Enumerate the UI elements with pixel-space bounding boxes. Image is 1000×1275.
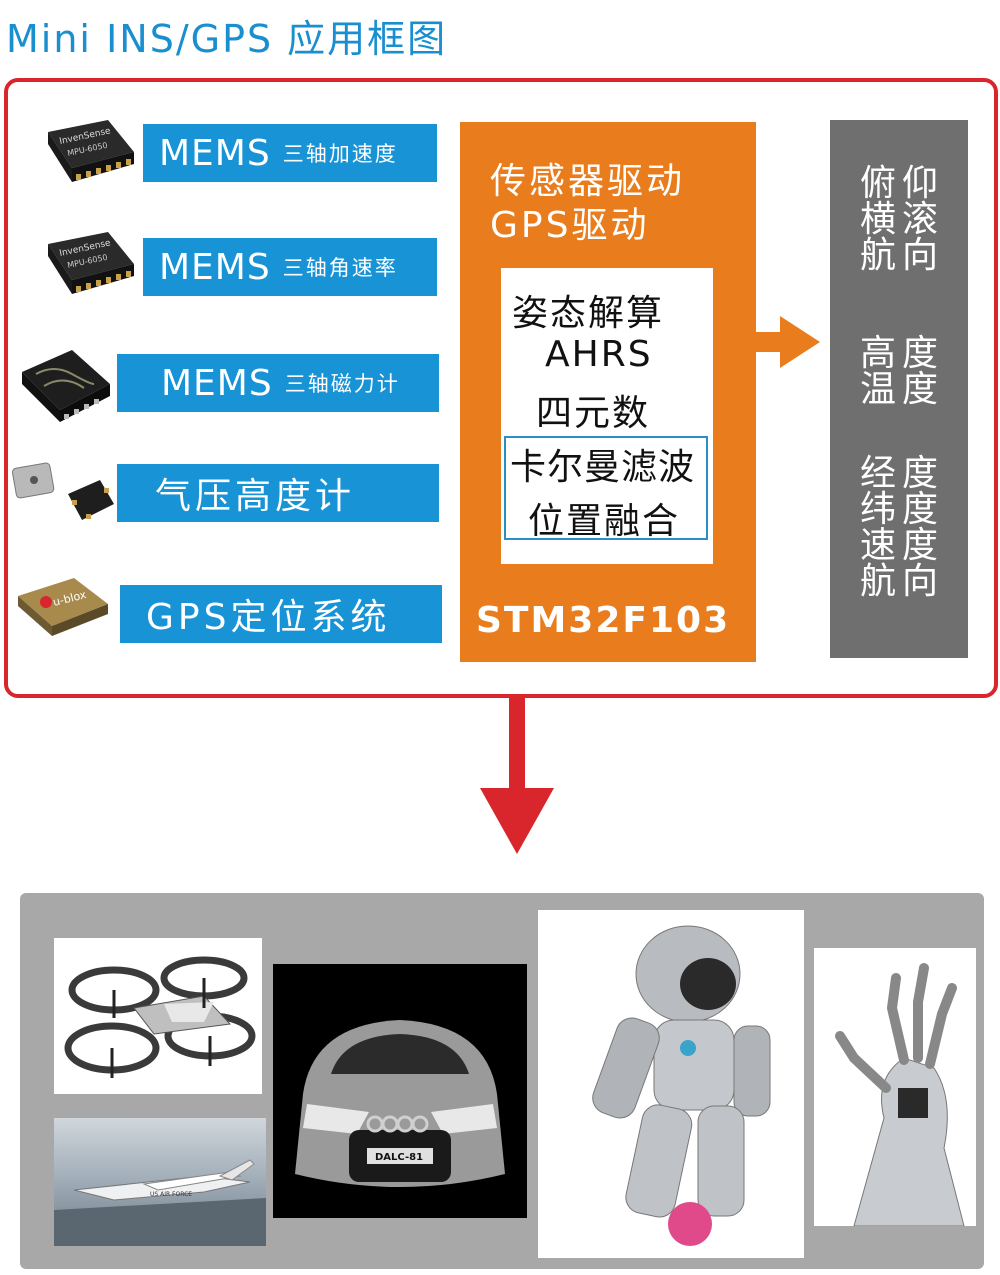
kalman-filter-label: 卡尔曼滤波 (510, 447, 696, 488)
mpu6050-chip-image-2: InvenSense MPU-6050 (48, 232, 134, 294)
down-arrow (480, 698, 554, 854)
output-roll: 横滚 (860, 199, 945, 240)
sensor-magnetometer-sub: 三轴磁力计 (284, 372, 400, 396)
sensor-barometer-main: 气压高度计 (155, 476, 356, 517)
magnetometer-chip-image (22, 350, 110, 422)
ahrs-label: AHRS (545, 334, 653, 375)
robot-photo (538, 910, 804, 1258)
output-group-position: 经度 纬度 速度 航向 (860, 456, 960, 600)
system-frame (4, 78, 998, 698)
output-latitude: 纬度 (860, 489, 945, 530)
output-heading: 航向 (860, 235, 945, 276)
uav-marking: US AIR FORCE (150, 1191, 192, 1198)
sensor-gyroscope-sub: 三轴角速率 (282, 256, 398, 280)
gps-module-image: u-blox (18, 578, 108, 636)
output-course: 航向 (860, 561, 945, 602)
sensor-driver-label: 传感器驱动 (490, 161, 686, 202)
sensor-gps-main: GPS定位系统 (146, 597, 391, 638)
sensor-accelerometer-sub: 三轴加速度 (282, 142, 398, 166)
mpu6050-chip-image-1: InvenSense MPU-6050 (48, 120, 134, 182)
robot-hand-photo (814, 948, 976, 1227)
fusion-box (504, 436, 708, 540)
sensor-gps: GPS定位系统 (120, 585, 442, 643)
output-pitch: 俯仰 (860, 163, 945, 204)
sensor-accelerometer: MEMS 三轴加速度 (143, 124, 437, 182)
output-group-altitude: 高度 温度 (860, 336, 960, 408)
algorithm-box (501, 268, 713, 564)
gps-driver-label: GPS驱动 (490, 205, 650, 246)
output-group-attitude: 俯仰 横滚 航向 (860, 166, 960, 274)
sensor-barometer: 气压高度计 (117, 464, 439, 522)
sensor-gyroscope: MEMS 三轴角速率 (143, 238, 437, 296)
page-title: Mini INS/GPS 应用框图 (6, 17, 448, 61)
sensor-magnetometer-main: MEMS (161, 362, 273, 404)
sensor-magnetometer: MEMS 三轴磁力计 (117, 354, 439, 412)
position-fusion-label: 位置融合 (528, 501, 681, 542)
output-altitude: 高度 (860, 333, 945, 374)
car-plate: DALC-81 (375, 1152, 423, 1163)
sensor-accelerometer-main: MEMS (159, 132, 271, 174)
car-photo: DALC-81 (273, 964, 527, 1218)
quaternion-label: 四元数 (536, 393, 651, 434)
barometer-chip-image (11, 462, 114, 520)
sensor-gyroscope-main: MEMS (159, 246, 271, 288)
uav-photo: US AIR FORCE (54, 1118, 266, 1246)
output-arrow (756, 316, 820, 368)
output-temperature: 温度 (860, 369, 945, 410)
quadcopter-photo (54, 938, 262, 1094)
output-speed: 速度 (860, 525, 945, 566)
mcu-name: STM32F103 (476, 600, 731, 641)
output-longitude: 经度 (860, 453, 945, 494)
attitude-solve-label: 姿态解算 (512, 293, 665, 334)
output-block (830, 120, 968, 658)
